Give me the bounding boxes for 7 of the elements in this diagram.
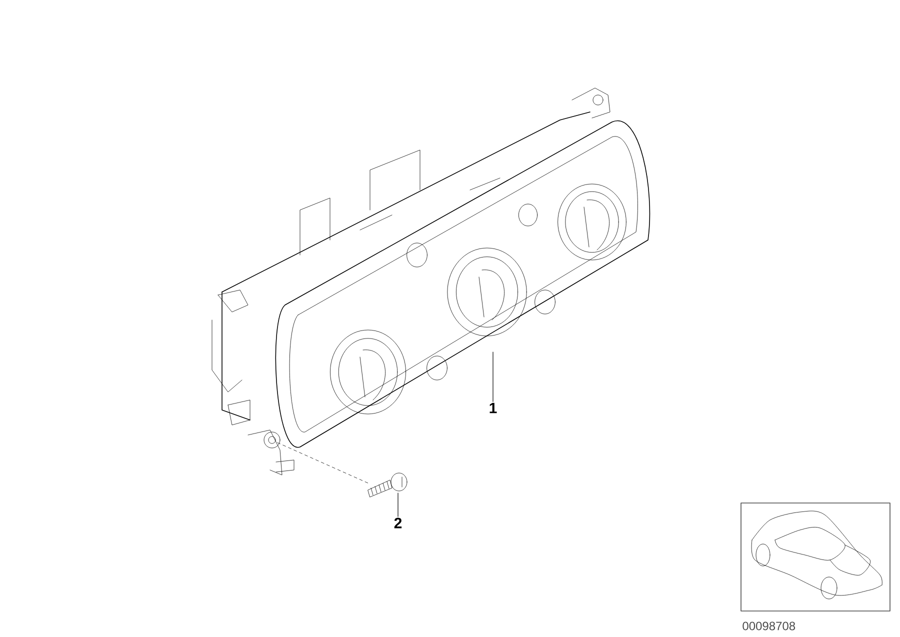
control-panel-drawing bbox=[212, 88, 650, 476]
callout-number: 2 bbox=[394, 518, 402, 528]
leader-line bbox=[492, 352, 494, 402]
alignment-line bbox=[276, 442, 368, 484]
diagram-number: 00098708 bbox=[742, 622, 796, 630]
screw-drawing bbox=[368, 472, 408, 498]
callout-number: 1 bbox=[490, 402, 497, 414]
